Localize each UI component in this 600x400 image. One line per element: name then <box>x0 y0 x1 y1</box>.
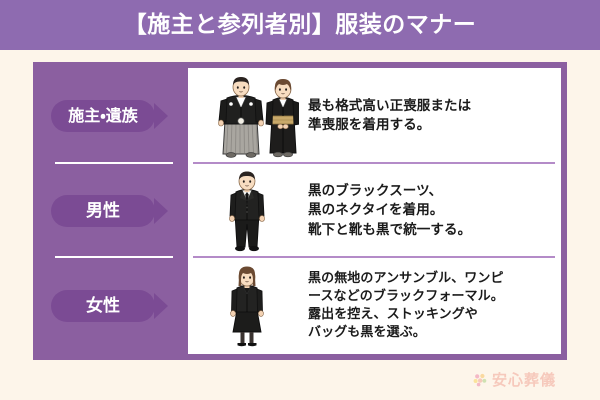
row-divider-right <box>193 256 555 258</box>
row-divider-left <box>55 162 173 164</box>
row-label-badge[interactable]: 施主・遺族 <box>51 100 155 132</box>
black-formal-woman-illustration <box>230 266 264 347</box>
illustration-cell <box>188 258 306 354</box>
brand-name: 安心葬儀 <box>492 370 557 389</box>
table-row: 施主・遺族 <box>33 68 567 164</box>
description-cell: 黒の無地のアンサンブル、ワンピ ースなどのブラックフォーマル。 露出を控え、スト… <box>306 258 567 354</box>
kimono-couple-illustration <box>218 77 299 158</box>
description-cell: 黒のブラックスーツ、 黒のネクタイを着用。 靴下と靴も黒で統一する。 <box>306 164 567 258</box>
badge-cell: 男性 <box>33 164 188 258</box>
badge-cell: 女性 <box>33 258 188 354</box>
badge-cell: 施主・遺族 <box>33 68 188 164</box>
table-row: 女性 <box>33 258 567 354</box>
row-description: 黒の無地のアンサンブル、ワンピ ースなどのブラックフォーマル。 露出を控え、スト… <box>308 270 504 341</box>
content-panel: 施主・遺族 <box>33 62 567 360</box>
row-label-badge[interactable]: 男性 <box>51 194 155 228</box>
table-row: 男性 <box>33 164 567 258</box>
row-description: 黒のブラックスーツ、 黒のネクタイを着用。 靴下と靴も黒で統一する。 <box>308 183 472 238</box>
row-description: 最も格式高い正喪服または 準喪服を着用する。 <box>308 97 472 133</box>
flower-icon <box>472 372 488 388</box>
description-cell: 最も格式高い正喪服または 準喪服を着用する。 <box>306 68 567 164</box>
row-divider-right <box>193 162 555 164</box>
row-divider-left <box>55 256 173 258</box>
illustration-cell <box>188 68 306 164</box>
row-label-badge[interactable]: 女性 <box>51 289 155 323</box>
header-bar: 【施主と参列者別】服装のマナー <box>0 0 600 50</box>
page-title: 【施主と参列者別】服装のマナー <box>123 11 477 38</box>
rows-container: 施主・遺族 <box>33 62 567 360</box>
brand-logo: 安心葬儀 <box>472 372 556 388</box>
black-suit-man-illustration <box>229 171 265 252</box>
illustration-cell <box>188 164 306 258</box>
